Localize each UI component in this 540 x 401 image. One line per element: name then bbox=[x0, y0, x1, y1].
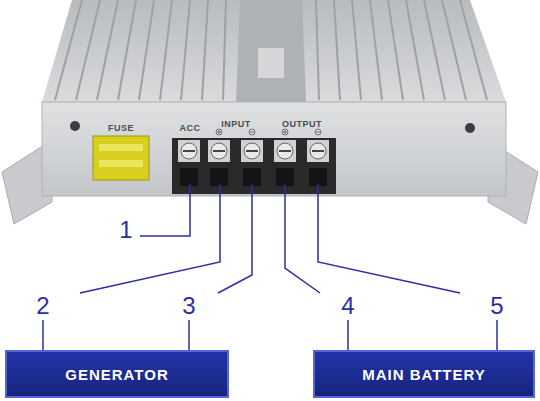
callout-number: 2 bbox=[36, 294, 49, 318]
heatsink-top bbox=[42, 0, 506, 102]
device-label: FUSE bbox=[108, 124, 134, 133]
ridge-slot bbox=[258, 48, 284, 78]
callout-number: 1 bbox=[119, 218, 132, 242]
callout-number: 4 bbox=[341, 294, 354, 318]
device-label: OUTPUT bbox=[282, 120, 322, 129]
fuse-detail bbox=[99, 144, 143, 151]
terminal-box: GENERATOR bbox=[5, 350, 229, 398]
terminal-box: MAIN BATTERY bbox=[313, 350, 535, 398]
heatsink-ridge bbox=[236, 0, 306, 102]
fuse-detail bbox=[99, 160, 143, 167]
leader-lines bbox=[43, 184, 497, 352]
polarity-marks bbox=[216, 129, 321, 135]
box-label: GENERATOR bbox=[65, 366, 168, 383]
terminal-screws bbox=[178, 140, 329, 162]
front-panel bbox=[42, 102, 506, 196]
terminal-clamps bbox=[180, 168, 327, 186]
box-label: MAIN BATTERY bbox=[362, 366, 486, 383]
panel-screw bbox=[465, 123, 475, 133]
callout-number: 3 bbox=[182, 294, 195, 318]
device-label: ACC bbox=[180, 124, 201, 133]
panel-screw bbox=[70, 121, 80, 131]
terminal-block bbox=[172, 138, 336, 194]
device-label: INPUT bbox=[221, 120, 251, 129]
callout-number: 5 bbox=[490, 294, 503, 318]
fuse bbox=[93, 136, 149, 180]
